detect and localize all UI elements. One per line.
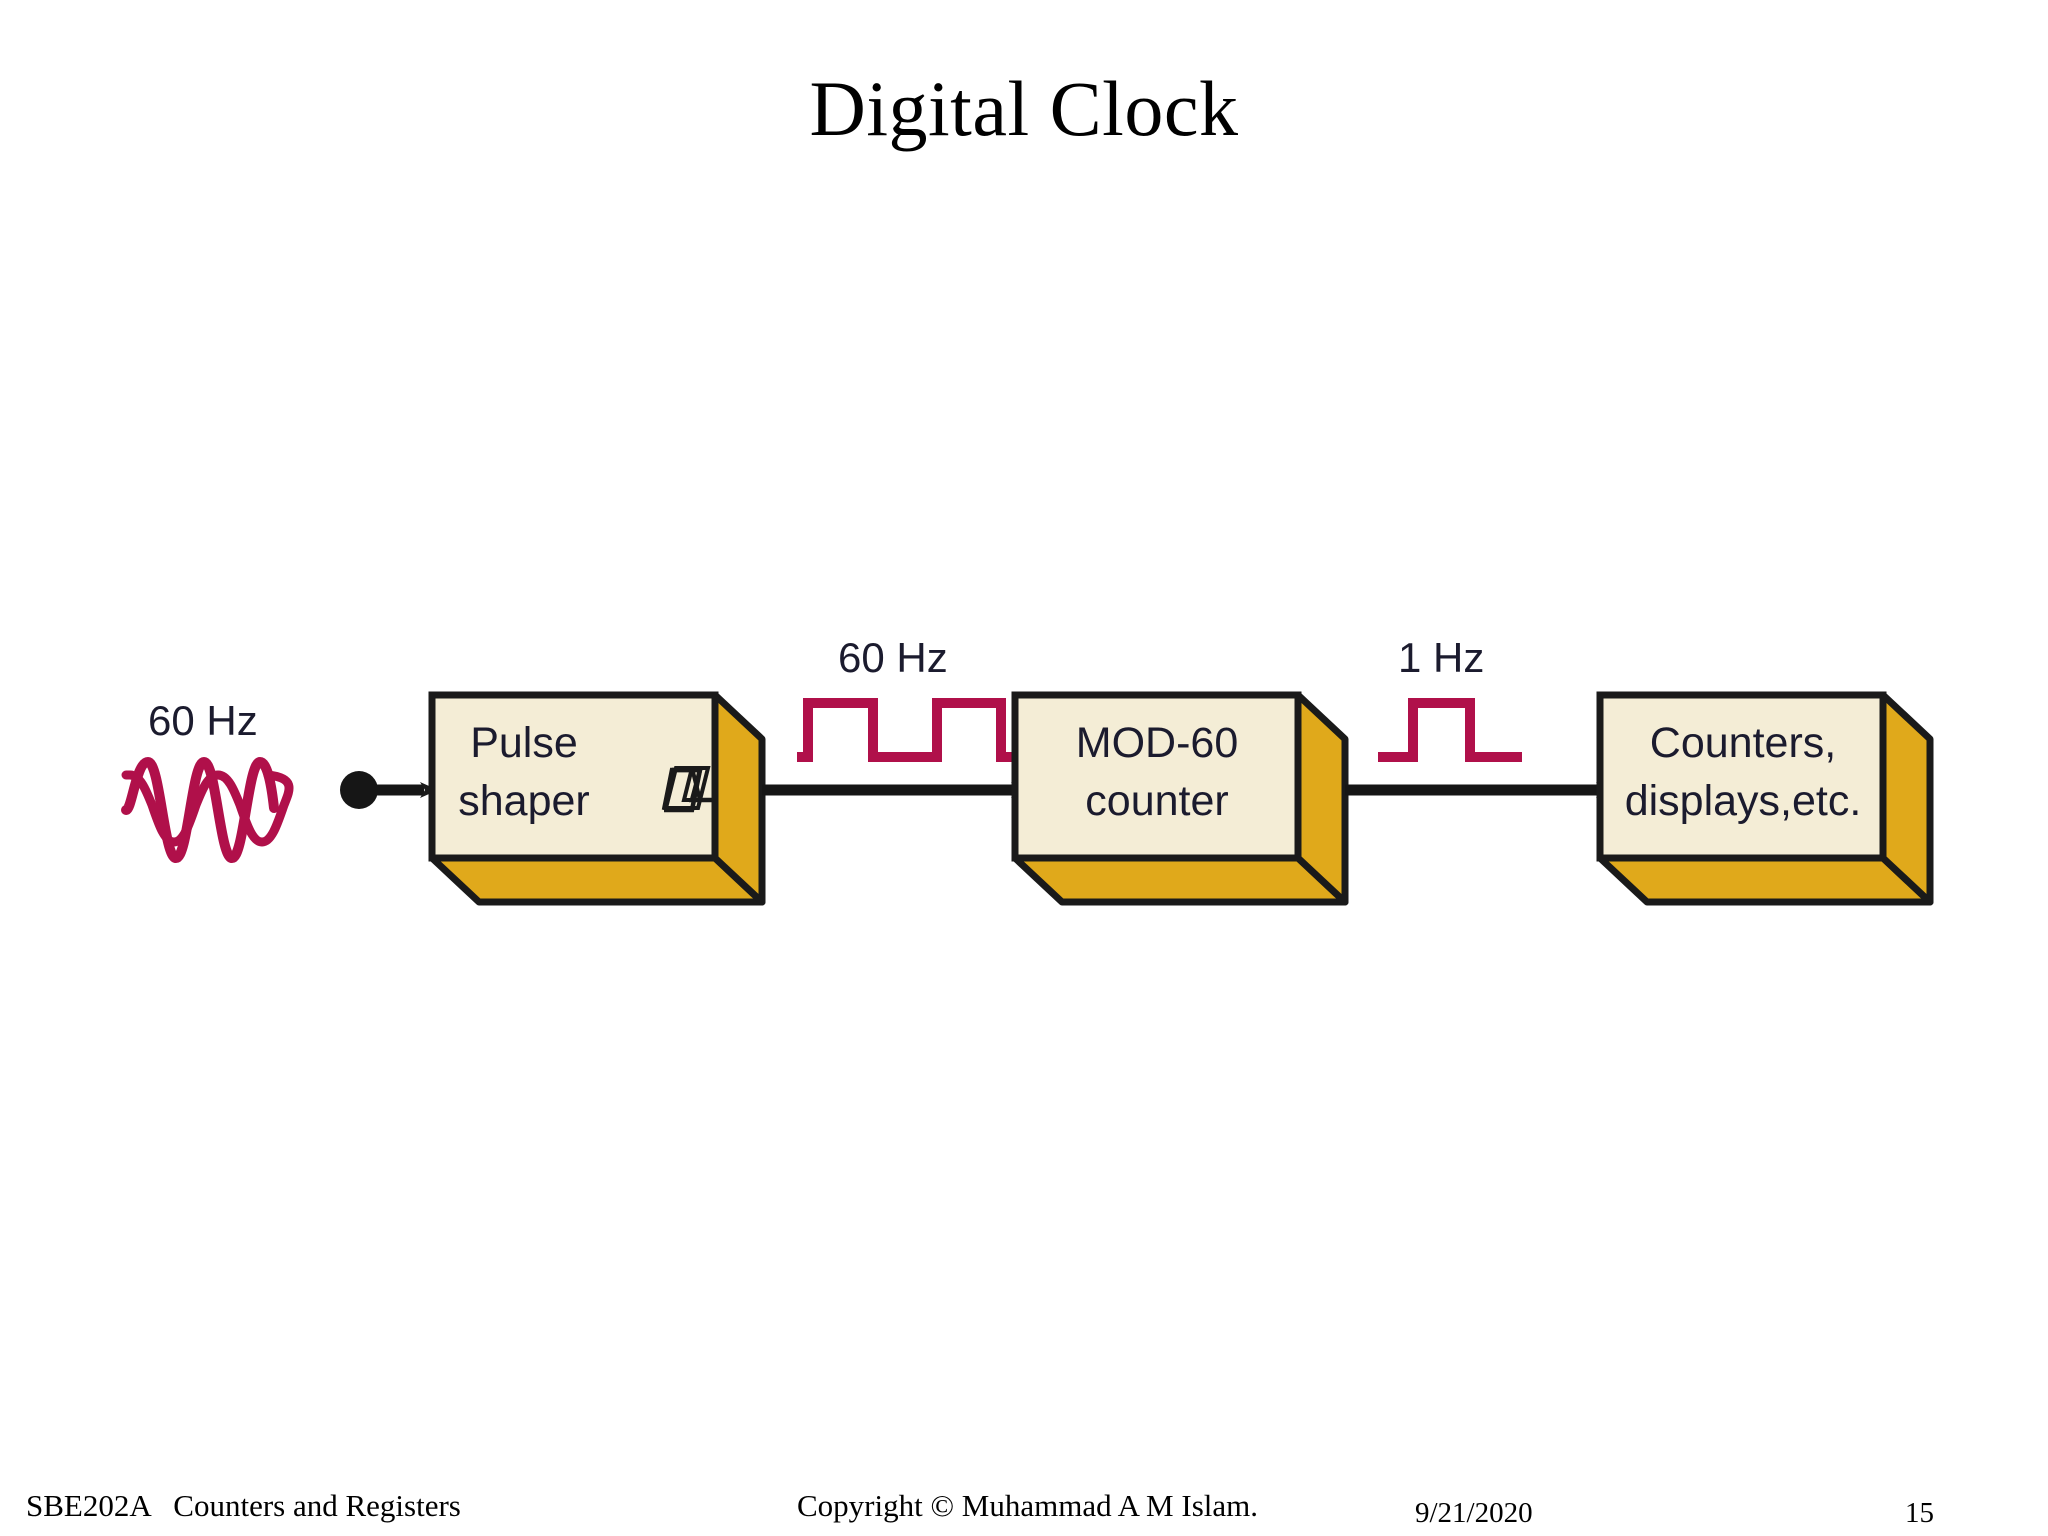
footer-course-label: SBE202A Counters and Registers <box>26 1488 461 1523</box>
input-frequency-label: 60 Hz <box>148 697 258 744</box>
block-bottom-face <box>1596 854 1934 906</box>
slide-footer: SBE202A Counters and Registers Copyright… <box>0 1488 2048 1536</box>
block-label-line1: Counters, <box>1650 719 1836 767</box>
page-title: Digital Clock <box>809 65 1239 152</box>
block-label-line2: shaper <box>458 777 589 825</box>
block-mod-60-counter: MOD-60 counter <box>1011 691 1349 906</box>
block-bottom-face <box>1011 854 1349 906</box>
sine-wave-icon <box>121 770 294 847</box>
signal-1hz-label: 1 Hz <box>1398 634 1484 681</box>
footer-page-number: 15 <box>1905 1497 1934 1529</box>
sine-wave-path <box>121 757 279 863</box>
block-label-line2: counter <box>1085 777 1228 825</box>
block-label-line1: MOD-60 <box>1076 719 1238 767</box>
block-front-face <box>1011 691 1302 862</box>
footer-date-label: 9/21/2020 <box>1415 1497 1533 1529</box>
signal-60hz-waveform <box>797 698 1013 762</box>
signal-60hz-label: 60 Hz <box>838 634 948 681</box>
pulse-symbol-glyph-2 <box>664 767 703 813</box>
block-label-line2: displays,etc. <box>1625 777 1862 825</box>
block-bottom-face <box>428 854 766 906</box>
block-pulse-shaper: Pulse shaper <box>428 691 766 906</box>
block-front-face <box>428 691 719 862</box>
footer-copyright-label: Copyright © Muhammad A M Islam. <box>797 1488 1258 1523</box>
block-label-line1: Pulse <box>470 719 578 767</box>
signal-1hz-waveform <box>1378 698 1522 762</box>
block-counters-displays: Counters, displays,etc. <box>1596 691 1934 906</box>
block-front-face <box>1596 691 1887 862</box>
